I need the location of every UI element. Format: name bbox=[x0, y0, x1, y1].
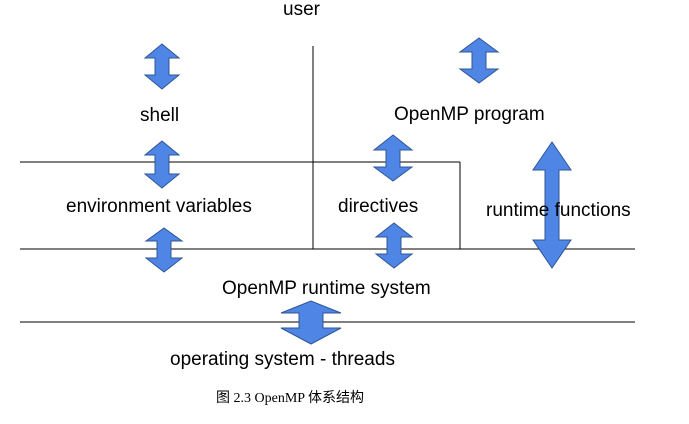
label-shell: shell bbox=[140, 105, 180, 126]
arrow-directives-runtime-icon bbox=[374, 222, 414, 269]
label-user: user bbox=[283, 0, 320, 20]
label-environment-variables: environment variables bbox=[66, 196, 252, 217]
figure-caption: 图 2.3 OpenMP 体系结构 bbox=[216, 391, 365, 406]
label-directives: directives bbox=[338, 196, 419, 217]
arrow-runtime-os-icon bbox=[280, 300, 342, 345]
label-openmp-runtime-system: OpenMP runtime system bbox=[222, 278, 431, 299]
label-runtime-functions: runtime functions bbox=[486, 200, 631, 221]
arrow-user-program-icon bbox=[458, 37, 500, 84]
arrow-runtime-functions-icon bbox=[532, 141, 572, 269]
arrow-user-shell-icon bbox=[143, 43, 181, 90]
label-operating-system: operating system - threads bbox=[170, 349, 395, 370]
arrow-program-directives-icon bbox=[372, 134, 414, 182]
label-openmp-program: OpenMP program bbox=[394, 104, 545, 125]
arrow-env-runtime-icon bbox=[144, 227, 184, 273]
arrow-shell-env-icon bbox=[143, 140, 181, 189]
